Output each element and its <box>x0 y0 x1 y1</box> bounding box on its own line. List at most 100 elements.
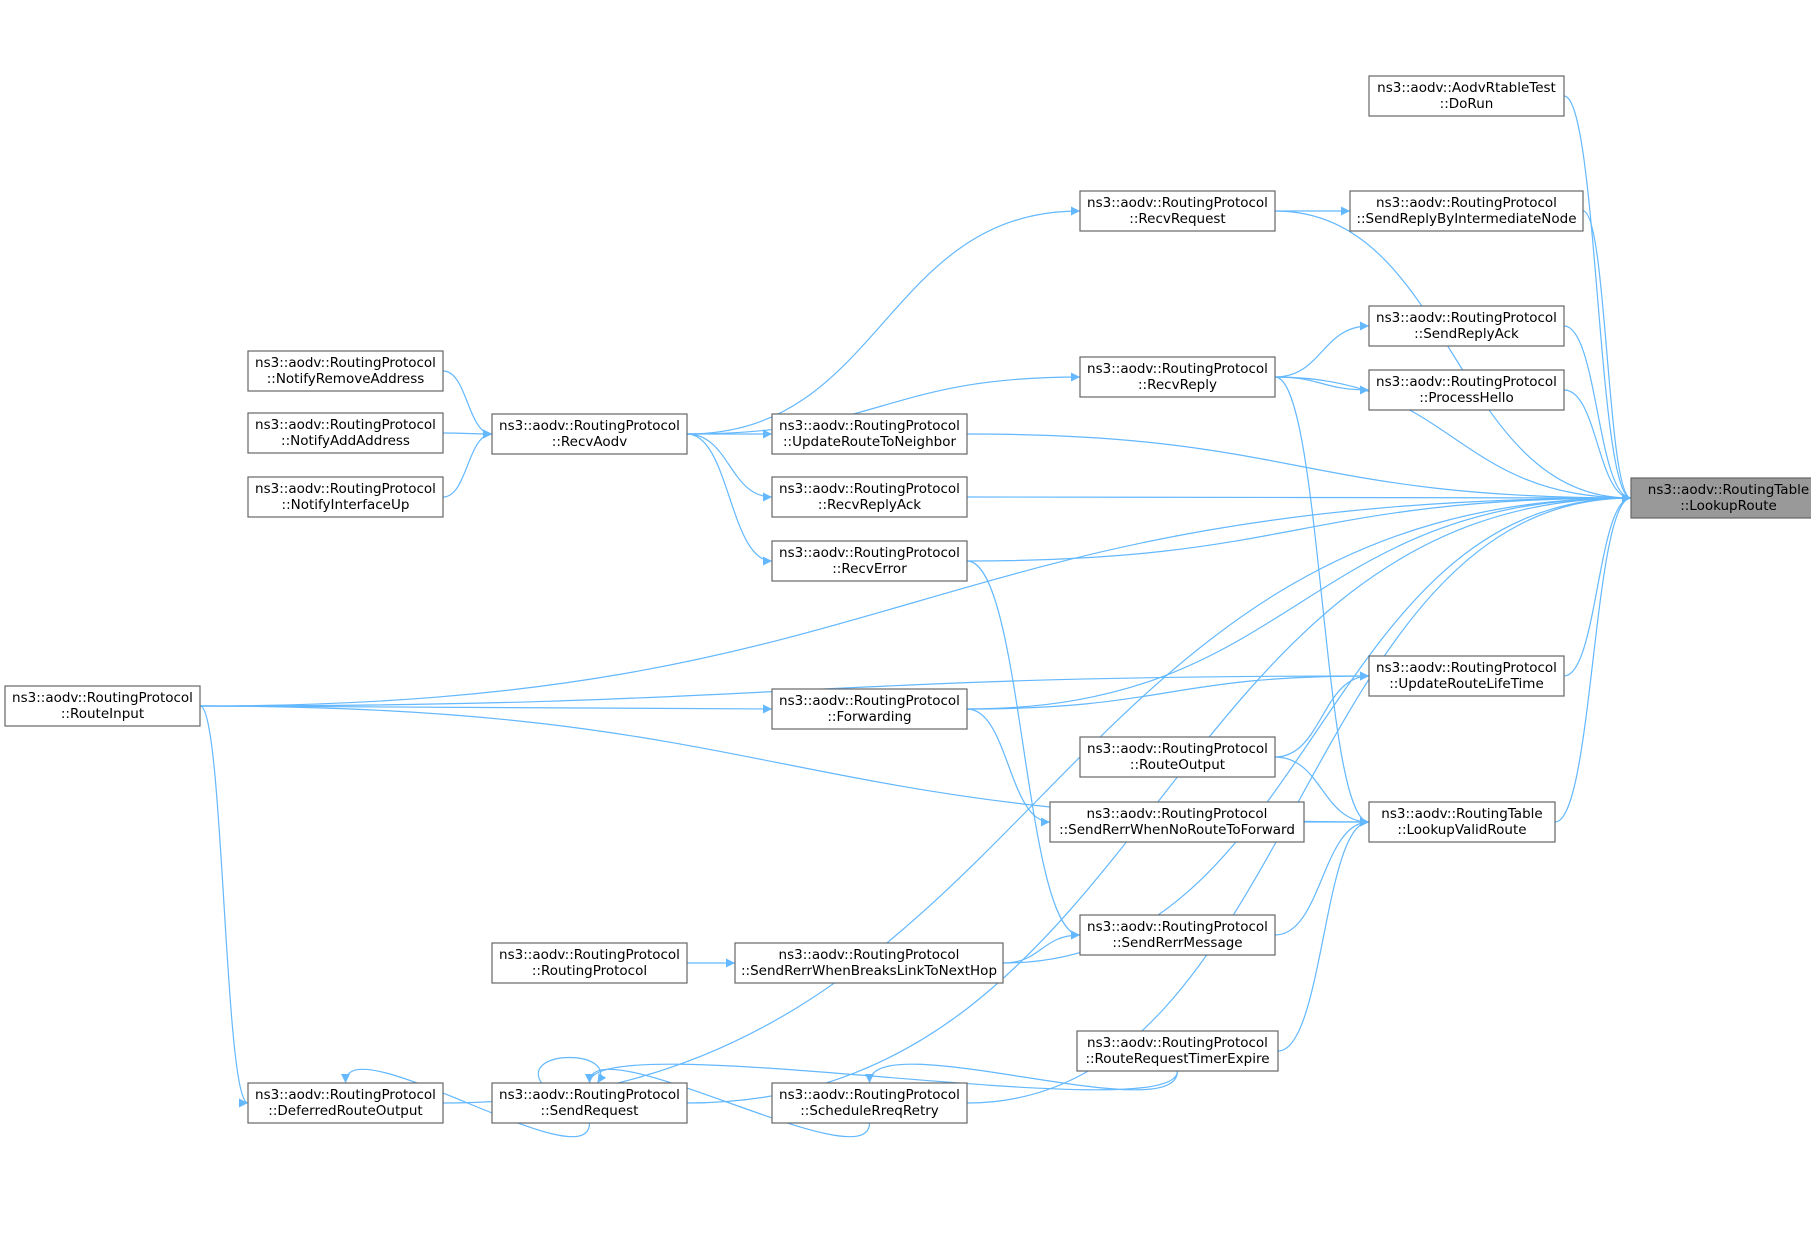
node-notify-add-address[interactable]: ns3::aodv::RoutingProtocol::NotifyAddAdd… <box>247 412 444 454</box>
node-label-method: ::Forwarding <box>827 709 911 725</box>
edge-route-request-timer-expire-to-send-request <box>585 1063 1179 1091</box>
node-label-class: ns3::aodv::RoutingProtocol <box>499 1087 680 1103</box>
edge-lookup-valid-route-to-lookup-route <box>1554 493 1632 823</box>
node-box <box>771 476 968 518</box>
edges-layer <box>199 95 1632 1138</box>
node-label-method: ::SendRerrMessage <box>1112 935 1242 951</box>
node-label-class: ns3::aodv::RoutingProtocol <box>255 481 436 497</box>
node-label-method: ::NotifyInterfaceUp <box>282 497 410 513</box>
node-label-class: ns3::aodv::RoutingProtocol <box>1376 195 1557 211</box>
nodes-layer: ns3::aodv::RoutingTable::LookupRoutens3:… <box>4 75 1811 1124</box>
node-label-class: ns3::aodv::RoutingProtocol <box>499 947 680 963</box>
node-label-class: ns3::aodv::RoutingProtocol <box>779 693 960 709</box>
node-forwarding[interactable]: ns3::aodv::RoutingProtocol::Forwarding <box>771 688 968 730</box>
node-box <box>1368 75 1565 117</box>
edge-update-route-life-time-to-lookup-route <box>1563 493 1632 677</box>
node-label-class: ns3::aodv::RoutingProtocol <box>499 418 680 434</box>
edge-route-input-to-forwarding <box>199 704 773 714</box>
node-send-request[interactable]: ns3::aodv::RoutingProtocol::SendRequest <box>491 1082 688 1124</box>
node-notify-interface-up[interactable]: ns3::aodv::RoutingProtocol::NotifyInterf… <box>247 476 444 518</box>
node-send-rerr-when-breaks-link-to-next-hop[interactable]: ns3::aodv::RoutingProtocol::SendRerrWhen… <box>734 942 1004 984</box>
node-box <box>247 412 444 454</box>
node-label-class: ns3::aodv::RoutingProtocol <box>779 545 960 561</box>
node-box <box>1079 736 1276 778</box>
node-label-method: ::LookupValidRoute <box>1397 822 1526 838</box>
node-label-method: ::ScheduleRreqRetry <box>800 1103 939 1119</box>
node-routing-protocol-ctor[interactable]: ns3::aodv::RoutingProtocol::RoutingProto… <box>491 942 688 984</box>
node-label-method: ::RecvRequest <box>1129 211 1225 227</box>
edge-forwarding-to-update-route-life-time <box>966 671 1370 710</box>
edge-notify-add-address-to-recv-aodv <box>442 429 493 439</box>
node-label-method: ::RecvError <box>832 561 907 577</box>
node-recv-reply[interactable]: ns3::aodv::RoutingProtocol::RecvReply <box>1079 356 1276 398</box>
edge-recv-aodv-to-recv-reply <box>686 372 1081 435</box>
edge-recv-reply-to-lookup-route <box>1274 376 1632 503</box>
edge-recv-request-to-lookup-route <box>1274 210 1632 503</box>
node-send-rerr-message[interactable]: ns3::aodv::RoutingProtocol::SendRerrMess… <box>1079 914 1276 956</box>
node-box <box>491 413 688 455</box>
edge-process-hello-to-lookup-route <box>1563 389 1632 503</box>
node-route-request-timer-expire[interactable]: ns3::aodv::RoutingProtocol::RouteRequest… <box>1076 1030 1279 1072</box>
node-send-reply-by-intermediate-node[interactable]: ns3::aodv::RoutingProtocol::SendReplyByI… <box>1349 190 1584 232</box>
node-box <box>1079 914 1276 956</box>
node-send-reply-ack[interactable]: ns3::aodv::RoutingProtocol::SendReplyAck <box>1368 305 1565 347</box>
edge-notify-remove-address-to-recv-aodv <box>442 370 493 439</box>
node-box <box>491 942 688 984</box>
node-label-method: ::RouteInput <box>61 706 144 722</box>
edge-send-reply-by-intermediate-node-to-lookup-route <box>1582 210 1632 503</box>
node-label-method: ::RouteOutput <box>1130 757 1225 773</box>
node-recv-error[interactable]: ns3::aodv::RoutingProtocol::RecvError <box>771 540 968 582</box>
node-label-class: ns3::aodv::RoutingProtocol <box>255 417 436 433</box>
edge-recv-error-to-send-rerr-message <box>966 560 1081 940</box>
node-do-run[interactable]: ns3::aodv::AodvRtableTest::DoRun <box>1368 75 1565 117</box>
node-box <box>734 942 1004 984</box>
node-label-method: ::ProcessHello <box>1419 390 1514 406</box>
edge-send-reply-ack-to-lookup-route <box>1563 325 1632 503</box>
node-box <box>771 540 968 582</box>
node-update-route-life-time[interactable]: ns3::aodv::RoutingProtocol::UpdateRouteL… <box>1368 655 1565 697</box>
node-recv-request[interactable]: ns3::aodv::RoutingProtocol::RecvRequest <box>1079 190 1276 232</box>
node-box <box>1076 1030 1279 1072</box>
node-label-class: ns3::aodv::RoutingProtocol <box>779 947 960 963</box>
node-label-method: ::UpdateRouteLifeTime <box>1389 676 1544 692</box>
node-schedule-rreq-retry[interactable]: ns3::aodv::RoutingProtocol::ScheduleRreq… <box>771 1082 968 1124</box>
node-lookup-route[interactable]: ns3::aodv::RoutingTable::LookupRoute <box>1630 477 1811 519</box>
node-box <box>1079 356 1276 398</box>
node-deferred-route-output[interactable]: ns3::aodv::RoutingProtocol::DeferredRout… <box>247 1082 444 1124</box>
node-label-class: ns3::aodv::AodvRtableTest <box>1377 80 1556 96</box>
edge-send-rerr-message-to-lookup-valid-route <box>1274 817 1370 936</box>
edge-send-request-to-send-request <box>537 1056 607 1084</box>
node-box <box>247 1082 444 1124</box>
node-label-class: ns3::aodv::RoutingTable <box>1381 806 1542 822</box>
edge-notify-interface-up-to-recv-aodv <box>442 429 493 498</box>
node-send-rerr-when-no-route-to-forward[interactable]: ns3::aodv::RoutingProtocol::SendRerrWhen… <box>1049 801 1305 843</box>
node-box <box>1368 369 1565 411</box>
edge-send-request-to-lookup-route <box>686 493 1632 1104</box>
node-label-class: ns3::aodv::RoutingProtocol <box>1376 310 1557 326</box>
node-box <box>771 413 968 455</box>
edge-send-request-to-deferred-route-output <box>341 1068 591 1138</box>
node-label-method: ::RouteRequestTimerExpire <box>1085 1051 1269 1067</box>
node-lookup-valid-route[interactable]: ns3::aodv::RoutingTable::LookupValidRout… <box>1368 801 1556 843</box>
node-route-output[interactable]: ns3::aodv::RoutingProtocol::RouteOutput <box>1079 736 1276 778</box>
edge-route-input-to-deferred-route-output <box>199 705 249 1108</box>
edge-recv-reply-to-send-reply-ack <box>1274 321 1370 378</box>
node-label-class: ns3::aodv::RoutingProtocol <box>779 481 960 497</box>
node-recv-reply-ack[interactable]: ns3::aodv::RoutingProtocol::RecvReplyAck <box>771 476 968 518</box>
edge-recv-reply-to-lookup-valid-route <box>1274 376 1370 827</box>
edge-route-request-timer-expire-to-lookup-valid-route <box>1277 817 1370 1052</box>
node-notify-remove-address[interactable]: ns3::aodv::RoutingProtocol::NotifyRemove… <box>247 350 444 392</box>
node-label-class: ns3::aodv::RoutingProtocol <box>1087 919 1268 935</box>
node-label-method: ::RecvAodv <box>552 434 627 450</box>
edge-schedule-rreq-retry-to-lookup-route <box>966 493 1632 1104</box>
node-route-input[interactable]: ns3::aodv::RoutingProtocol::RouteInput <box>4 685 201 727</box>
node-process-hello[interactable]: ns3::aodv::RoutingProtocol::ProcessHello <box>1368 369 1565 411</box>
edge-deferred-route-output-to-lookup-route <box>442 493 1632 1104</box>
node-box <box>1079 190 1276 232</box>
node-box <box>1368 801 1556 843</box>
node-recv-aodv[interactable]: ns3::aodv::RoutingProtocol::RecvAodv <box>491 413 688 455</box>
node-update-route-to-neighbor[interactable]: ns3::aodv::RoutingProtocol::UpdateRouteT… <box>771 413 968 455</box>
edge-recv-aodv-to-recv-reply-ack <box>686 433 773 502</box>
node-label-class: ns3::aodv::RoutingProtocol <box>779 418 960 434</box>
node-label-class: ns3::aodv::RoutingProtocol <box>1087 195 1268 211</box>
